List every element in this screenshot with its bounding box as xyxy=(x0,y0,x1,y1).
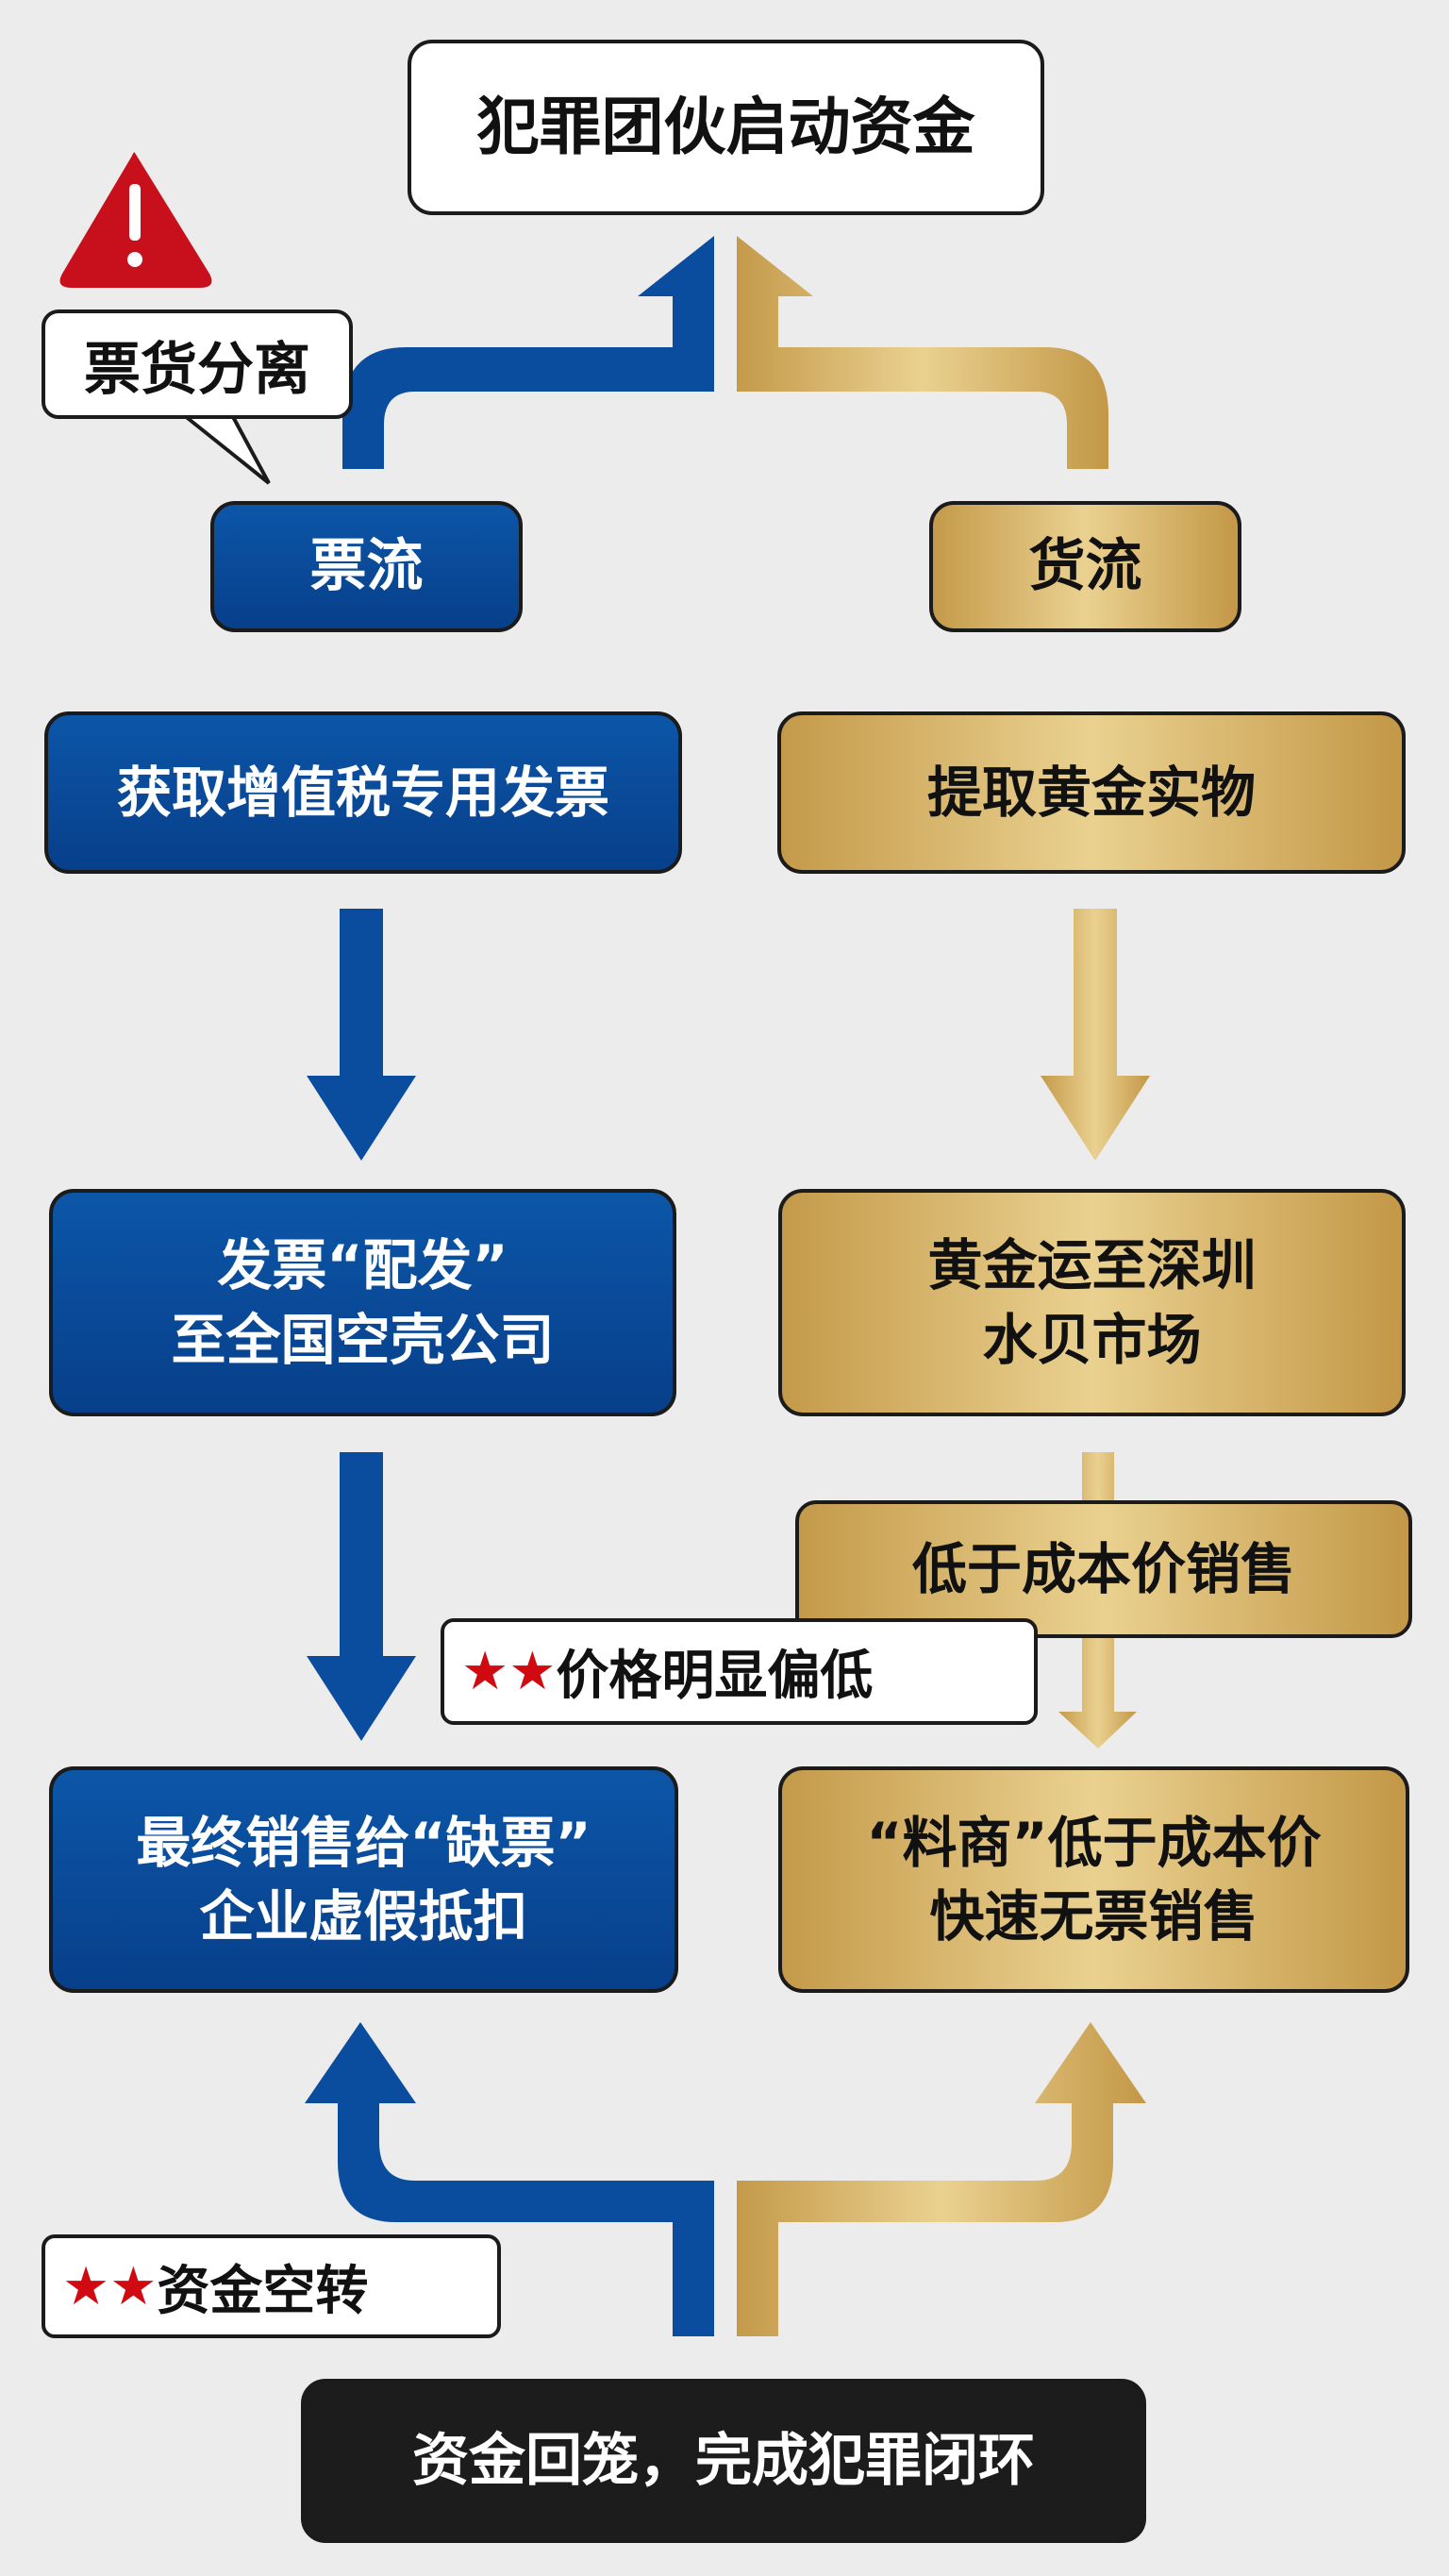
line: 黄金运至深圳 xyxy=(927,1233,1257,1298)
line: “料商”低于成本价 xyxy=(866,1810,1322,1875)
goods-flow-label: 货流 xyxy=(929,501,1241,632)
gold-arrow-to-top xyxy=(737,236,1108,469)
warning-triangle-icon xyxy=(59,152,212,288)
ticket-step-3: 最终销售给“缺票” 企业虚假抵扣 xyxy=(49,1766,678,1993)
tag-text: 资金空转 xyxy=(157,2260,369,2322)
ticket-goods-separation-bubble: 票货分离 xyxy=(42,309,353,419)
bubble-text: 票货分离 xyxy=(84,336,310,403)
goods-step-3: “料商”低于成本价 快速无票销售 xyxy=(778,1766,1409,1993)
speech-bubble-tail xyxy=(178,410,271,485)
goods-step-1: 提取黄金实物 xyxy=(777,711,1406,874)
blue-arrow-down-2 xyxy=(307,1452,416,1741)
gold-arrow-down-1 xyxy=(1041,909,1150,1161)
line: 最终销售给“缺票” xyxy=(136,1810,591,1875)
ticket-flow-label: 票流 xyxy=(210,501,523,632)
closed-loop-box: 资金回笼，完成犯罪闭环 xyxy=(301,2379,1146,2543)
ticket-step-2: 发票“配发” 至全国空壳公司 xyxy=(49,1189,676,1416)
funds-idle-tag: ★★ 资金空转 xyxy=(42,2234,501,2338)
star-rating-icon: ★★ xyxy=(62,2255,158,2317)
ticket-step-1: 获取增值税专用发票 xyxy=(44,711,682,874)
price-low-tag: ★★ 价格明显偏低 xyxy=(441,1618,1038,1725)
gold-arrow-from-bottom xyxy=(737,2022,1146,2336)
blue-arrow-to-top xyxy=(342,236,714,469)
line: 快速无票销售 xyxy=(929,1884,1258,1949)
blue-arrow-down-1 xyxy=(307,909,416,1161)
tag-text: 价格明显偏低 xyxy=(556,1646,874,1707)
below-cost-sale-note: 低于成本价销售 xyxy=(795,1500,1412,1638)
start-funds-box: 犯罪团伙启动资金 xyxy=(408,40,1044,215)
line: 水贝市场 xyxy=(982,1307,1202,1372)
line: 发票“配发” xyxy=(217,1233,508,1298)
line: 企业虚假抵扣 xyxy=(199,1884,528,1949)
star-rating-icon: ★★ xyxy=(461,1641,557,1702)
line: 至全国空壳公司 xyxy=(171,1307,555,1372)
blue-arrow-from-bottom xyxy=(305,2022,714,2336)
goods-step-2: 黄金运至深圳 水贝市场 xyxy=(778,1189,1406,1416)
